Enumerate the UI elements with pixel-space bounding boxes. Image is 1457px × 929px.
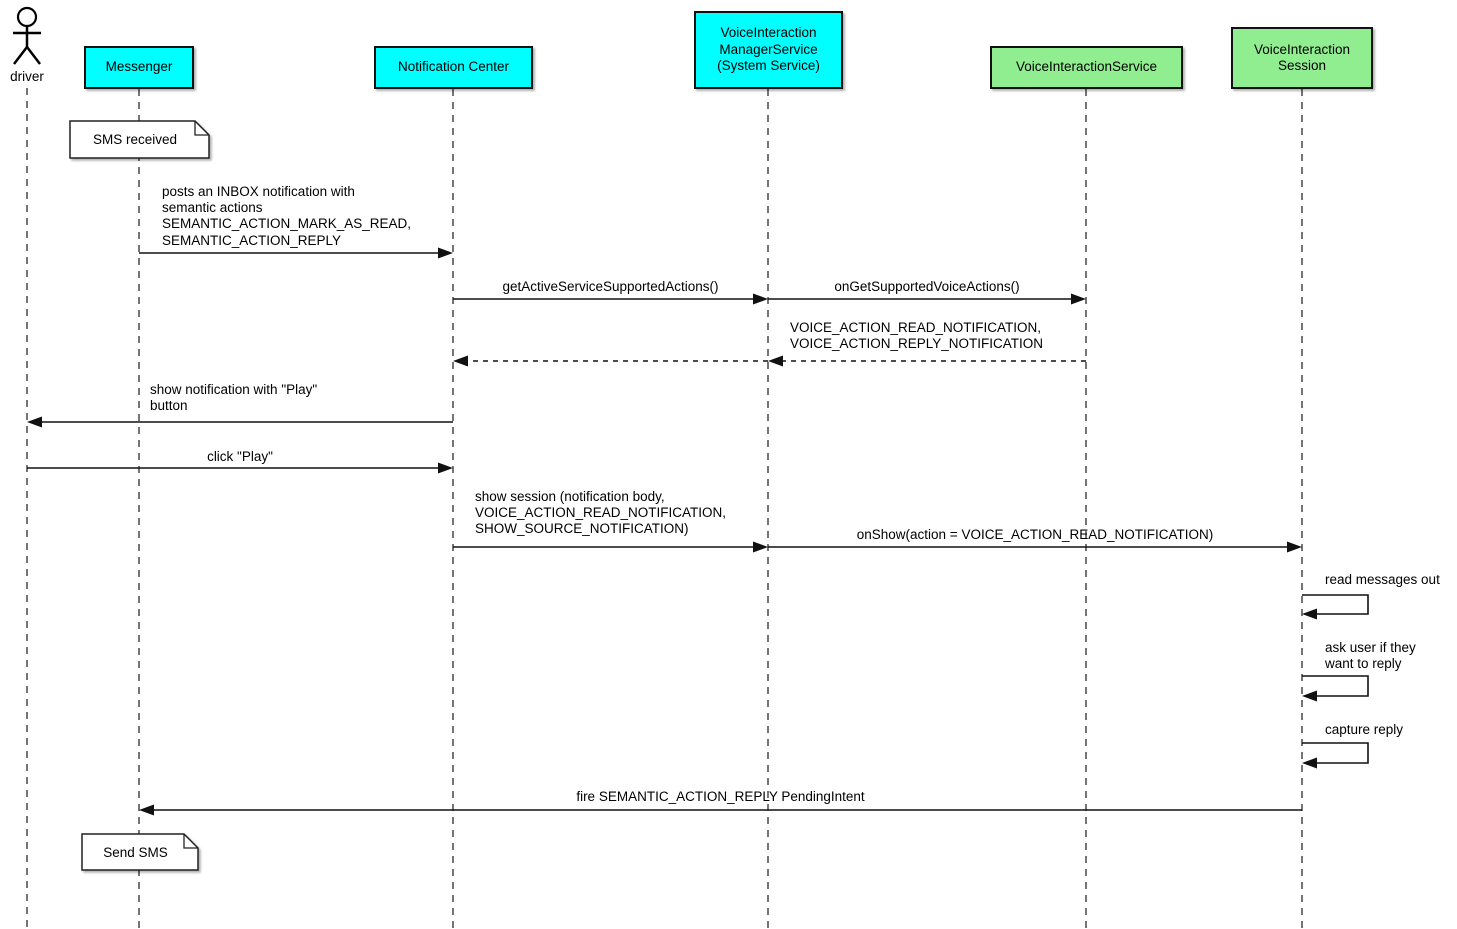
actor-driver-label: driver bbox=[10, 69, 44, 84]
arrow-self-read-messages-out bbox=[1302, 594, 1369, 620]
message-show-session: show session (notification body, VOICE_A… bbox=[475, 489, 727, 537]
message-posts-inbox-notification: posts an INBOX notification with semanti… bbox=[162, 184, 412, 248]
arrow-show-notification-play bbox=[27, 416, 453, 428]
message-return-voice-actions: VOICE_ACTION_READ_NOTIFICATION, VOICE_AC… bbox=[790, 320, 1044, 352]
arrow-return-to-notification-center bbox=[453, 355, 768, 367]
actor-driver-icon bbox=[13, 6, 41, 65]
message-ask-user-reply: ask user if they want to reply bbox=[1325, 640, 1416, 672]
message-show-notification-play: show notification with "Play" button bbox=[150, 382, 318, 414]
arrow-return-voice-actions bbox=[768, 355, 1086, 367]
arrow-on-show bbox=[768, 541, 1302, 553]
arrow-get-active-service-supported-actions bbox=[453, 293, 768, 305]
note-sms-received-shape bbox=[69, 120, 210, 159]
arrow-posts-inbox-notification bbox=[139, 247, 453, 259]
participant-voice-interaction-manager-service: VoiceInteraction ManagerService (System … bbox=[694, 11, 843, 89]
arrow-self-ask-user-reply bbox=[1302, 675, 1369, 702]
arrow-fire-semantic-action-reply bbox=[139, 804, 1302, 816]
arrow-self-capture-reply bbox=[1302, 742, 1369, 769]
arrow-click-play bbox=[27, 462, 453, 474]
note-send-sms: Send SMS bbox=[103, 844, 168, 860]
participant-messenger: Messenger bbox=[84, 46, 194, 89]
participant-notification-center: Notification Center bbox=[374, 46, 533, 89]
participant-voice-interaction-session: VoiceInteraction Session bbox=[1231, 27, 1373, 89]
message-read-messages-out: read messages out bbox=[1325, 572, 1440, 587]
participant-voice-interaction-service: VoiceInteractionService bbox=[990, 46, 1183, 89]
note-sms-received: SMS received bbox=[92, 132, 178, 147]
message-get-active-service-supported-actions: getActiveServiceSupportedActions() bbox=[502, 279, 719, 294]
message-on-get-supported-voice-actions: onGetSupportedVoiceActions() bbox=[834, 279, 1020, 294]
message-fire-semantic-action-reply: fire SEMANTIC_ACTION_REPLY PendingIntent bbox=[576, 789, 865, 804]
message-on-show: onShow(action = VOICE_ACTION_READ_NOTIFI… bbox=[856, 527, 1214, 542]
arrow-on-get-supported-voice-actions bbox=[768, 293, 1086, 305]
note-send-sms-shape bbox=[81, 833, 199, 871]
message-capture-reply: capture reply bbox=[1325, 722, 1404, 737]
message-click-play: click "Play" bbox=[207, 449, 273, 464]
arrow-show-session bbox=[453, 541, 768, 553]
